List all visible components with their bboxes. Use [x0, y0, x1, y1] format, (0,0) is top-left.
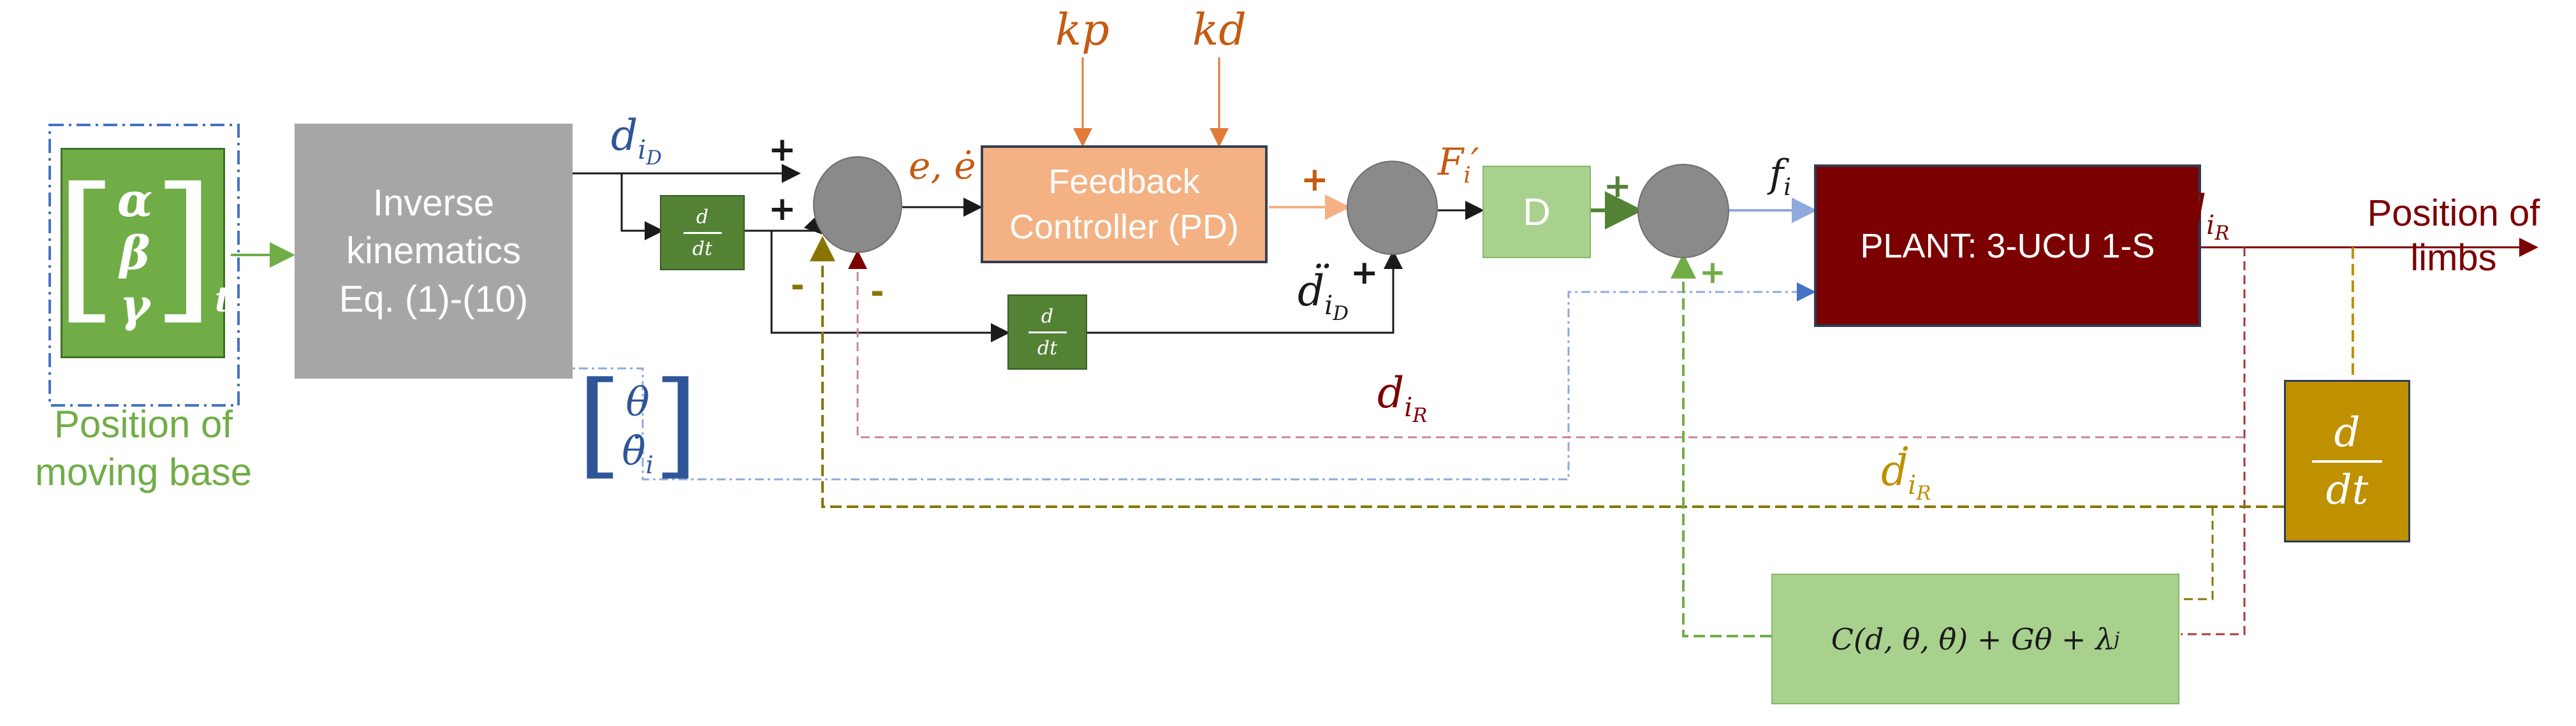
beta-symbol: β: [119, 225, 150, 280]
position-of-limbs-label: Position of limbs: [2367, 192, 2540, 279]
F-i-prime-label: Fi′: [1438, 140, 1479, 189]
d-block: D: [1482, 166, 1591, 258]
orientation-frame: [48, 124, 240, 407]
alpha-symbol: α: [117, 172, 153, 227]
feedback-controller-block: Feedback Controller (PD): [981, 145, 1268, 263]
kp-label: kp: [1055, 5, 1109, 55]
plant-block: PLANT: 3-UCU 1-S: [1814, 164, 2201, 327]
gamma-symbol: γ: [119, 278, 150, 333]
d-dot-to-dynamics-line: [2181, 507, 2214, 600]
sum1-minus-olive: -: [791, 266, 805, 305]
sum3-plus-top: +: [1604, 167, 1632, 205]
d-iR-feedback-line: [2181, 247, 2246, 635]
sum2-plus-orange: +: [1301, 161, 1329, 199]
d-iD-label: diD: [611, 111, 662, 170]
d-iR-output-label: diR: [2179, 186, 2230, 245]
d-iD-branch-to-derivative: [620, 173, 664, 240]
d-dot-iR-label: ḋiR: [1881, 446, 1931, 505]
sum2-plus-bottom: +: [1350, 254, 1379, 292]
theta-symbol: θ: [626, 378, 650, 425]
dynamics-to-sum3-line: [1671, 253, 1771, 637]
orientation-vector-block: [ α β γ ] t: [55, 148, 231, 358]
theta-dot-symbol: θ̇i: [622, 428, 654, 480]
derivative1-to-derivative2: [770, 231, 1010, 342]
position-of-moving-base-label: Position of moving base: [34, 403, 252, 493]
summing-junction-3: [1637, 164, 1729, 258]
derivative-block-2: d dt: [1007, 294, 1087, 370]
d-iR-to-sum1-line: [848, 250, 2244, 439]
derivative-block-1: d dt: [660, 195, 745, 270]
f-i-label: fi: [1769, 152, 1792, 201]
sum1-minus-brown: -: [870, 273, 884, 311]
sum1-plus-top: +: [768, 131, 796, 169]
error-label: e, ė: [909, 144, 976, 187]
d-double-dot-iD-label: d̈iD: [1298, 266, 1349, 326]
summing-junction-2: [1347, 161, 1438, 255]
d-dot-iR-feedback-line: [810, 236, 2284, 508]
inverse-kinematics-block: Inverse kinematics Eq. (1)-(10): [295, 124, 573, 379]
sum3-plus-bottom: +: [1699, 254, 1726, 291]
derivative-block-3: d dt: [2284, 380, 2410, 542]
d-iR-feedback-label: diR: [1377, 368, 1428, 428]
theta-vector: [ θ θ̇i ]: [577, 358, 699, 491]
orientation-subscript: t: [214, 279, 231, 320]
summing-junction-1: [813, 156, 902, 253]
derivative2-to-sum2: [1087, 250, 1403, 334]
theta-feed-line: [573, 282, 1816, 481]
sum1-plus-middle: +: [768, 190, 796, 228]
kd-label: kd: [1192, 5, 1247, 55]
